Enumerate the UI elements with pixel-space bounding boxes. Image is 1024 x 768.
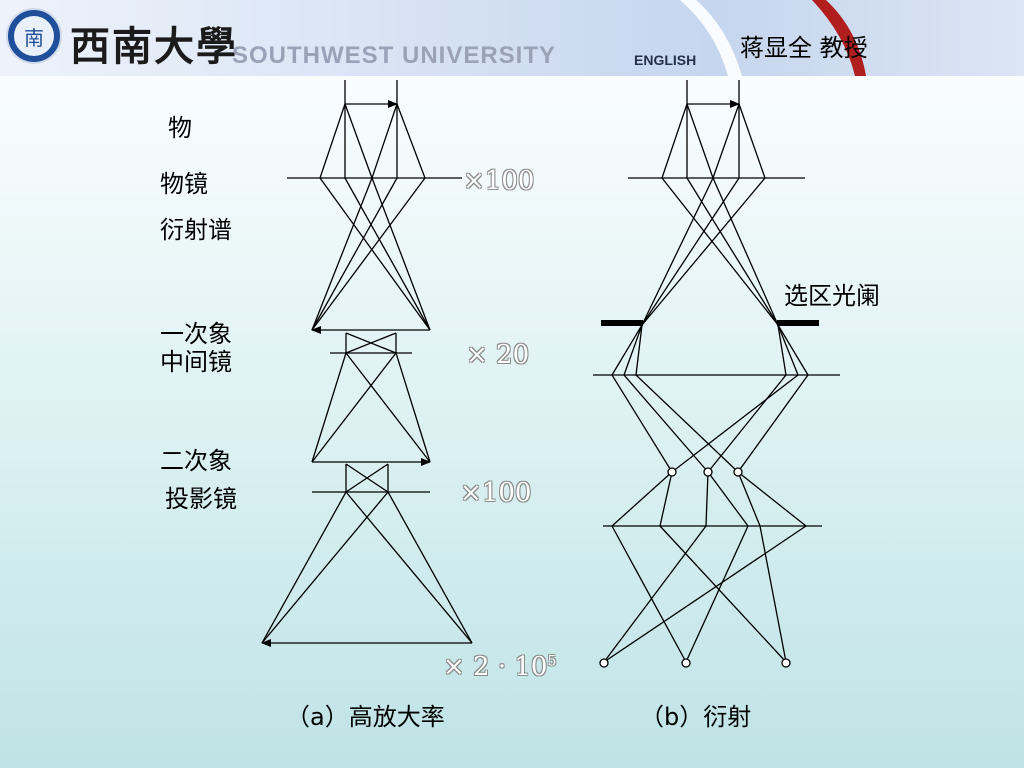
university-name-cn: 西南大學	[70, 23, 238, 70]
diagram-a	[261, 80, 473, 647]
label-diffraction-pattern: 衍射谱	[160, 216, 232, 244]
label-first-image: 一次象	[160, 320, 232, 348]
english-link[interactable]: ENGLISH	[634, 52, 697, 68]
final-spot	[599, 658, 609, 668]
label-selected-area-aperture: 选区光阑	[784, 282, 880, 310]
professor-name: 蒋显全 教授	[740, 34, 868, 62]
mag-total: × 2 · 105	[443, 652, 556, 682]
label-intermediate-lens: 中间镜	[160, 348, 232, 376]
mag-objective: ×100	[463, 166, 535, 196]
university-seal-icon: 南	[6, 8, 62, 64]
label-projector-lens: 投影镜	[165, 485, 237, 513]
label-object: 物	[168, 114, 192, 142]
final-spot	[781, 658, 791, 668]
diffraction-spot	[667, 467, 677, 477]
aperture-left	[601, 320, 643, 326]
header-swoosh-icon	[680, 0, 866, 76]
label-objective-lens: 物镜	[160, 170, 208, 198]
label-second-image: 二次象	[160, 447, 232, 475]
diffraction-spot	[733, 467, 743, 477]
mag-total-exp: 5	[547, 653, 557, 670]
mag-projector: ×100	[460, 478, 532, 508]
mag-intermediate: × 20	[466, 340, 530, 370]
caption-a: （a）高放大率	[286, 703, 445, 731]
university-name-en: SOUTHWEST UNIVERSITY	[232, 42, 557, 69]
caption-b: （b）衍射	[640, 703, 752, 731]
aperture-right	[777, 320, 819, 326]
diffraction-spot	[703, 467, 713, 477]
header-bar: 南 西南大學 SOUTHWEST UNIVERSITY ENGLISH 蒋显全 …	[0, 0, 1024, 76]
seal-center: 南	[14, 16, 54, 56]
diagram-b	[593, 80, 840, 663]
mag-total-base: × 2 · 10	[443, 652, 548, 682]
final-spot	[681, 658, 691, 668]
